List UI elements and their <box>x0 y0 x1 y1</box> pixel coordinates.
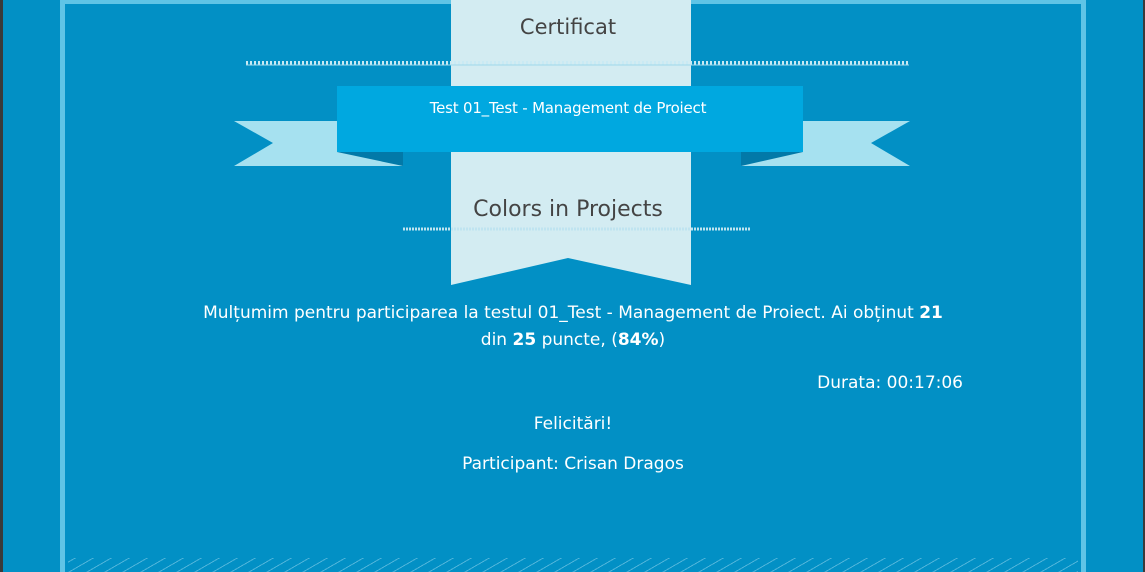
project-name-heading: Colors in Projects <box>473 197 663 222</box>
duration-text: Durata: 00:17:06 <box>817 373 963 393</box>
message-prefix: Mulțumim pentru participarea la testul 0… <box>203 303 914 323</box>
frame-right-border <box>1081 0 1086 572</box>
bottom-decoration <box>68 558 1078 572</box>
percent-value: 84% <box>617 330 659 350</box>
ribbon-fold-left <box>337 152 403 166</box>
score-value: 21 <box>919 303 943 323</box>
message-of: din <box>480 330 508 350</box>
frame-left-border <box>60 0 65 572</box>
participant-name: Participant: Crisan Dragos <box>462 454 684 474</box>
certificate-panel: Certificat Test 01_Test - Management de … <box>3 0 1143 572</box>
total-value: 25 <box>512 330 537 350</box>
certificate-title: Certificat <box>519 15 617 39</box>
message-close: ) <box>658 330 666 350</box>
test-name-label: Test 01_Test - Management de Proiect <box>429 99 707 117</box>
congratulations-text: Felicitări! <box>533 414 613 434</box>
result-message: Mulțumim pentru participarea la testul 0… <box>183 300 963 354</box>
ribbon-banner-graphic <box>234 0 910 285</box>
ribbon-front <box>337 86 803 152</box>
message-points: puncte, ( <box>541 330 618 350</box>
ribbon-fold-right <box>741 152 803 166</box>
